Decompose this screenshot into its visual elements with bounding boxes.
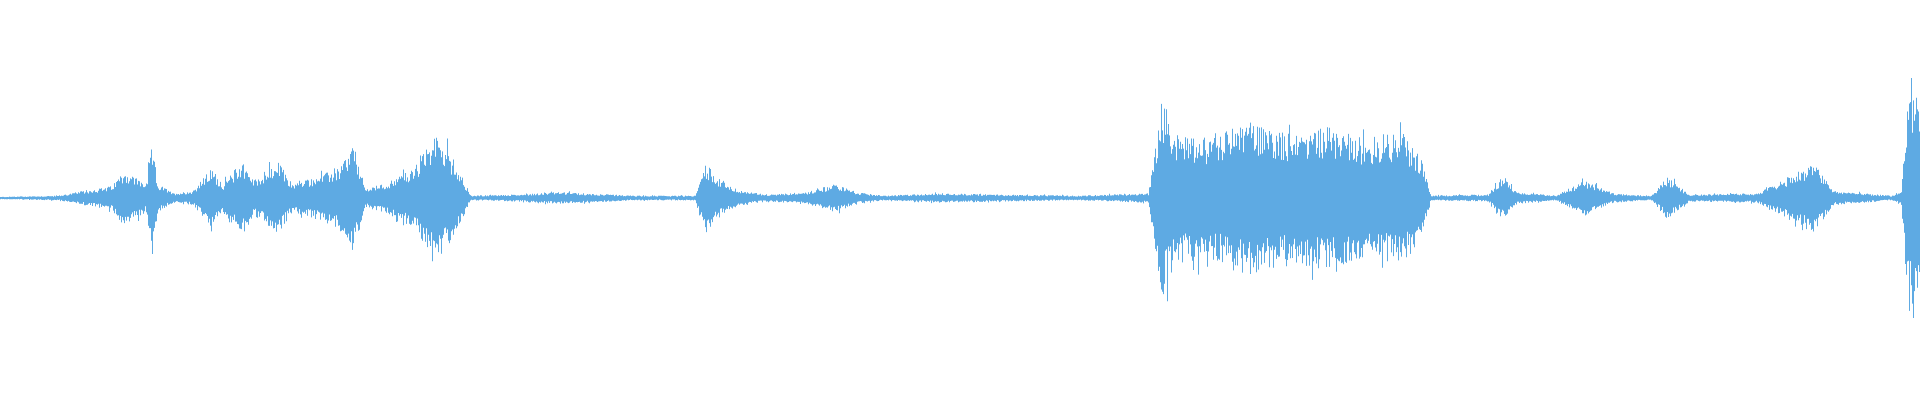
waveform-series [0, 78, 1920, 318]
